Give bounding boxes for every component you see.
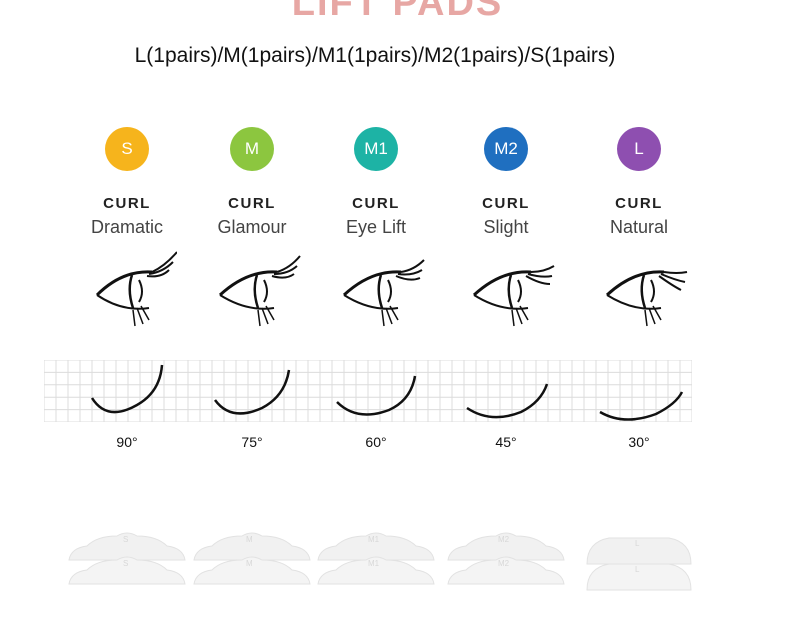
curl-column-s: S CURL Dramatic 90° S S <box>62 0 192 635</box>
curl-curve-30 <box>599 391 684 421</box>
svg-text:M: M <box>246 559 253 568</box>
curl-angle: 75° <box>241 434 263 450</box>
lift-pads-l: L L <box>586 537 692 591</box>
curl-column-m1: M1 CURL Eye Lift 60° M1 M1 <box>311 0 441 635</box>
curl-word: CURL <box>482 195 530 212</box>
curl-angle: 60° <box>365 434 387 450</box>
curl-column-l: L CURL Natural 30° L L <box>574 0 704 635</box>
size-badge-s: S <box>105 127 149 171</box>
curl-curve-75 <box>213 369 291 415</box>
svg-text:S: S <box>123 535 128 544</box>
curl-column-m2: M2 CURL Slight 45° M2 M2 <box>441 0 571 635</box>
curl-angle: 90° <box>116 434 138 450</box>
curl-word: CURL <box>615 195 663 212</box>
curl-word: CURL <box>228 195 276 212</box>
svg-text:M2: M2 <box>498 559 510 568</box>
svg-text:L: L <box>635 539 640 548</box>
size-badge-l: L <box>617 127 661 171</box>
eye-lash-icon <box>605 270 688 327</box>
page-title: LIFT PADS <box>291 0 504 24</box>
curl-angle: 45° <box>495 434 517 450</box>
eye-lash-icon <box>342 259 425 327</box>
eye-lash-icon <box>218 255 301 327</box>
size-badge-m: M <box>230 127 274 171</box>
curl-angle: 30° <box>628 434 650 450</box>
curl-name: Slight <box>483 217 529 237</box>
svg-text:M1: M1 <box>368 559 380 568</box>
svg-text:M: M <box>246 535 253 544</box>
curl-name: Eye Lift <box>345 217 407 237</box>
size-badge-m1: M1 <box>354 127 398 171</box>
curl-name: Natural <box>609 217 669 237</box>
svg-text:M1: M1 <box>368 535 380 544</box>
lift-pads-m: M M <box>193 532 311 585</box>
curl-curve-45 <box>466 383 549 419</box>
curl-word: CURL <box>352 195 400 212</box>
size-badge-m2: M2 <box>484 127 528 171</box>
curl-grid <box>44 360 692 422</box>
svg-text:L: L <box>635 565 640 574</box>
lift-pads-m1: M1 M1 <box>317 532 435 585</box>
svg-text:S: S <box>123 559 128 568</box>
curl-name: Glamour <box>217 217 287 237</box>
pairs-subtitle: L(1pairs)/M(1pairs)/M1(1pairs)/M2(1pairs… <box>134 44 616 67</box>
eye-lash-icon <box>95 251 177 327</box>
lift-pads-m2: M2 M2 <box>447 532 565 585</box>
curl-name: Dramatic <box>90 217 163 237</box>
eye-lash-icon <box>472 265 555 327</box>
svg-text:M2: M2 <box>498 535 510 544</box>
curl-curve-90 <box>90 364 164 414</box>
curl-column-m: M CURL Glamour 75° M M <box>187 0 317 635</box>
lift-pads-s: S S <box>68 532 186 585</box>
curl-curve-60 <box>336 375 417 416</box>
curl-word: CURL <box>103 195 151 212</box>
